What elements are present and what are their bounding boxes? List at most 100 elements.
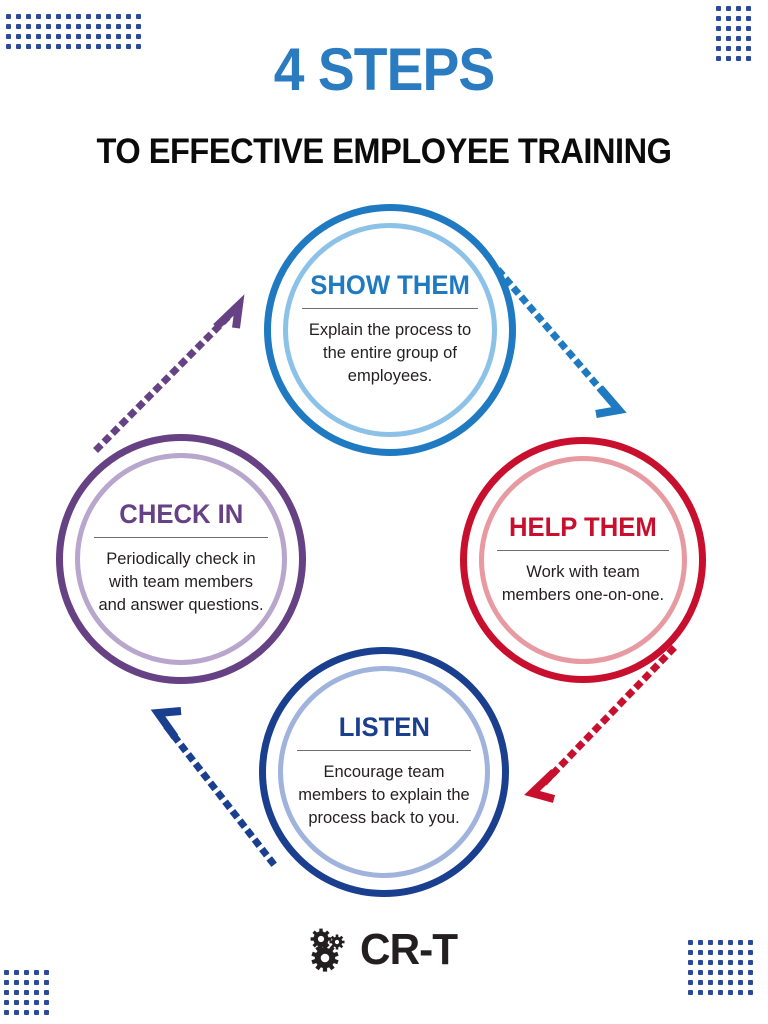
step-card-show-them[interactable]: SHOW THEM Explain the process to the ent… xyxy=(264,204,516,456)
inner-ring xyxy=(75,453,287,665)
footer-logo[interactable]: CR-T xyxy=(0,928,768,972)
decor-dot xyxy=(4,990,14,1000)
arrow-show-to-help xyxy=(495,267,627,418)
decor-dot xyxy=(126,24,136,34)
decor-dot xyxy=(4,1010,14,1020)
decor-dot xyxy=(748,980,758,990)
decor-dot xyxy=(738,980,748,990)
step-content: LISTEN Encourage team members to explain… xyxy=(296,712,472,829)
title-divider xyxy=(301,308,479,310)
step-card-check-in[interactable]: CHECK IN Periodically check in with team… xyxy=(56,434,306,684)
decor-dot xyxy=(728,990,738,1000)
decor-dot xyxy=(4,1000,14,1010)
gears-icon xyxy=(311,928,345,972)
decor-dot xyxy=(746,6,756,16)
decor-dot xyxy=(44,1000,54,1010)
inner-ring xyxy=(278,666,490,878)
step-title: CHECK IN xyxy=(118,499,243,530)
title-divider xyxy=(296,750,472,752)
decor-dot xyxy=(34,980,44,990)
step-content: HELP THEM Work with team members one-on-… xyxy=(497,511,669,607)
decor-dot xyxy=(716,26,726,36)
decor-dot xyxy=(736,6,746,16)
decor-dot xyxy=(14,980,24,990)
decor-dot xyxy=(126,14,136,24)
decor-dot xyxy=(698,990,708,1000)
decor-dot xyxy=(44,990,54,1000)
decor-dot xyxy=(746,26,756,36)
step-title: HELP THEM xyxy=(509,511,657,542)
decor-dot xyxy=(86,14,96,24)
dot-grid-bottom-left xyxy=(4,970,54,1020)
decor-dot xyxy=(748,990,758,1000)
decor-dot xyxy=(16,24,26,34)
step-content: CHECK IN Periodically check in with team… xyxy=(93,499,269,616)
decor-dot xyxy=(746,16,756,26)
inner-ring xyxy=(479,456,687,664)
page-subtitle: TO EFFECTIVE EMPLOYEE TRAINING xyxy=(96,132,672,171)
decor-dot xyxy=(24,980,34,990)
decor-dot xyxy=(718,990,728,1000)
decor-dot xyxy=(36,24,46,34)
decor-dot xyxy=(708,980,718,990)
step-body: Explain the process to the entire group … xyxy=(308,321,472,385)
decor-dot xyxy=(36,14,46,24)
step-body: Periodically check in with team members … xyxy=(98,550,264,614)
step-content: SHOW THEM Explain the process to the ent… xyxy=(301,270,479,387)
decor-dot xyxy=(24,1010,34,1020)
header: 4 STEPS TO EFFECTIVE EMPLOYEE TRAINING xyxy=(0,36,768,171)
decor-dot xyxy=(26,24,36,34)
arrow-listen-to-check xyxy=(150,707,277,867)
step-title: SHOW THEM xyxy=(310,270,470,301)
decor-dot xyxy=(14,1000,24,1010)
decor-dot xyxy=(136,24,146,34)
decor-dot xyxy=(716,16,726,26)
step-body: Work with team members one-on-one. xyxy=(501,562,665,604)
decor-dot xyxy=(106,14,116,24)
decor-dot xyxy=(726,6,736,16)
decor-dot xyxy=(24,990,34,1000)
decor-dot xyxy=(56,24,66,34)
inner-ring xyxy=(283,223,497,437)
page-title: 4 STEPS xyxy=(273,36,496,103)
decor-dot xyxy=(738,990,748,1000)
decor-dot xyxy=(4,980,14,990)
decor-dot xyxy=(736,26,746,36)
decor-dot xyxy=(76,24,86,34)
decor-dot xyxy=(24,1000,34,1010)
decor-dot xyxy=(34,1010,44,1020)
decor-dot xyxy=(46,24,56,34)
decor-dot xyxy=(34,1000,44,1010)
decor-dot xyxy=(708,990,718,1000)
arrow-check-to-show xyxy=(93,294,245,453)
decor-dot xyxy=(728,980,738,990)
decor-dot xyxy=(736,16,746,26)
decor-dot xyxy=(718,980,728,990)
decor-dot xyxy=(86,24,96,34)
title-divider xyxy=(497,549,669,551)
decor-dot xyxy=(106,24,116,34)
decor-dot xyxy=(726,26,736,36)
decor-dot xyxy=(716,6,726,16)
logo-wordmark: CR-T xyxy=(360,925,458,974)
step-body: Encourage team members to explain the pr… xyxy=(298,763,470,827)
decor-dot xyxy=(726,16,736,26)
decor-dot xyxy=(136,14,146,24)
decor-dot xyxy=(76,14,86,24)
step-card-listen[interactable]: LISTEN Encourage team members to explain… xyxy=(259,647,509,897)
decor-dot xyxy=(698,980,708,990)
title-divider xyxy=(93,537,269,539)
decor-dot xyxy=(96,14,106,24)
decor-dot xyxy=(14,990,24,1000)
decor-dot xyxy=(96,24,106,34)
step-card-help-them[interactable]: HELP THEM Work with team members one-on-… xyxy=(460,437,706,683)
decor-dot xyxy=(56,14,66,24)
decor-dot xyxy=(66,14,76,24)
decor-dot xyxy=(66,24,76,34)
decor-dot xyxy=(44,980,54,990)
decor-dot xyxy=(688,980,698,990)
decor-dot xyxy=(26,14,36,24)
decor-dot xyxy=(6,14,16,24)
step-title: LISTEN xyxy=(338,712,430,743)
